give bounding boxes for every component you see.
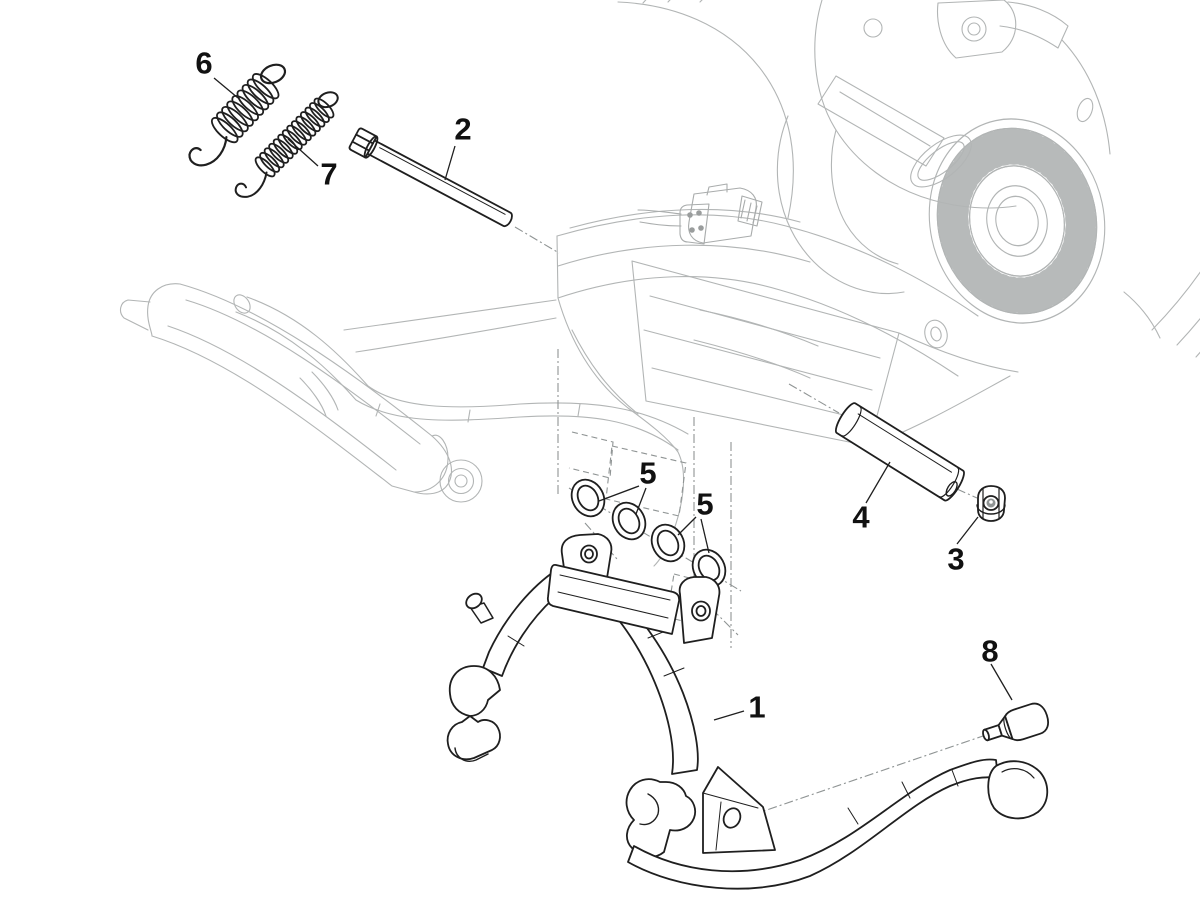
hub-fins <box>937 128 1097 314</box>
spring-stud <box>465 592 494 624</box>
washer-set <box>570 478 727 588</box>
kickstart-boss <box>910 134 972 188</box>
callout-5a: 5 <box>639 455 657 491</box>
callout-5b: 5 <box>696 486 714 522</box>
pivot-bolt <box>348 127 513 228</box>
frame-spar <box>556 208 1019 567</box>
callout-8: 8 <box>981 633 999 669</box>
center-stand <box>446 533 1049 890</box>
callout-3: 3 <box>947 541 965 577</box>
muffler <box>119 283 483 503</box>
phantom-bracket-box <box>605 445 687 517</box>
bolt-axis-guide <box>514 226 560 254</box>
pedal-pad <box>987 760 1049 820</box>
stand-spring-small <box>234 91 339 198</box>
flanged-nut <box>976 485 1006 522</box>
axle-boss <box>924 319 948 349</box>
frame-lower-tube <box>233 294 689 451</box>
rear-tire <box>617 0 1200 358</box>
stand-roller <box>982 702 1049 742</box>
callout-6: 6 <box>195 45 213 81</box>
swingarm-pivot <box>439 459 483 503</box>
engine-assembly <box>776 0 1111 295</box>
reference-assembly <box>119 0 1200 567</box>
callout-7: 7 <box>320 156 338 192</box>
stand-spring-large <box>188 63 287 167</box>
callout-1: 1 <box>748 689 766 725</box>
callout-2: 2 <box>454 111 472 147</box>
callout-leader-lines <box>213 77 1013 721</box>
stand-pin <box>834 402 965 502</box>
cable-connector <box>637 183 763 245</box>
rear-wheel-hub <box>928 118 1106 324</box>
callout-4: 4 <box>852 499 870 535</box>
rim-boss <box>1076 97 1094 123</box>
